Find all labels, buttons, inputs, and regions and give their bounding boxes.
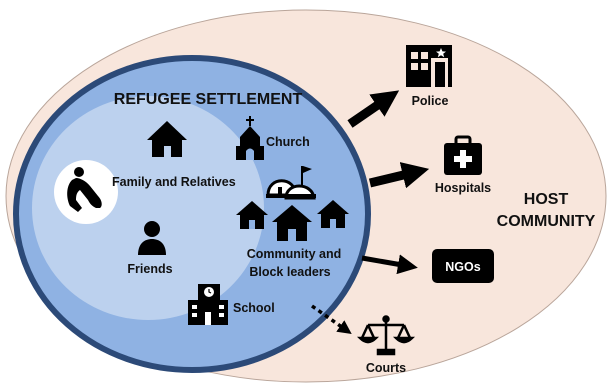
houses-icon — [236, 200, 349, 241]
host-title-line1: HOST — [524, 191, 569, 208]
dome-tent-icon — [266, 166, 316, 200]
house-icon — [147, 121, 187, 157]
first-aid-kit-icon — [444, 135, 482, 175]
hospitals-label: Hospitals — [435, 181, 491, 195]
settlement-title: REFUGEE SETTLEMENT — [114, 91, 303, 108]
courts-label: Courts — [366, 361, 406, 375]
school-icon — [188, 284, 228, 325]
scales-of-justice-icon — [356, 315, 416, 356]
church-icon — [236, 116, 264, 160]
user-icon — [138, 221, 166, 255]
ngos-label: NGOs — [445, 260, 480, 274]
host-title-line2: COMMUNITY — [497, 213, 596, 230]
police-label: Police — [412, 94, 449, 108]
school-label: School — [233, 301, 275, 315]
person-sitting-icon — [67, 167, 102, 212]
arrow-to-police — [347, 90, 400, 128]
police-station-icon — [406, 45, 452, 87]
arrow-to-courts — [310, 304, 352, 335]
friends-label: Friends — [127, 262, 172, 276]
family-label: Family and Relatives — [112, 175, 236, 189]
church-label: Church — [266, 135, 310, 149]
ngos-box — [432, 249, 494, 283]
leaders-label-line1: Community and — [247, 247, 341, 261]
inner-family-circle — [32, 96, 264, 320]
leaders-label-line2: Block leaders — [249, 265, 330, 279]
arrow-to-hospitals — [368, 162, 430, 189]
arrow-to-ngos — [361, 254, 418, 275]
